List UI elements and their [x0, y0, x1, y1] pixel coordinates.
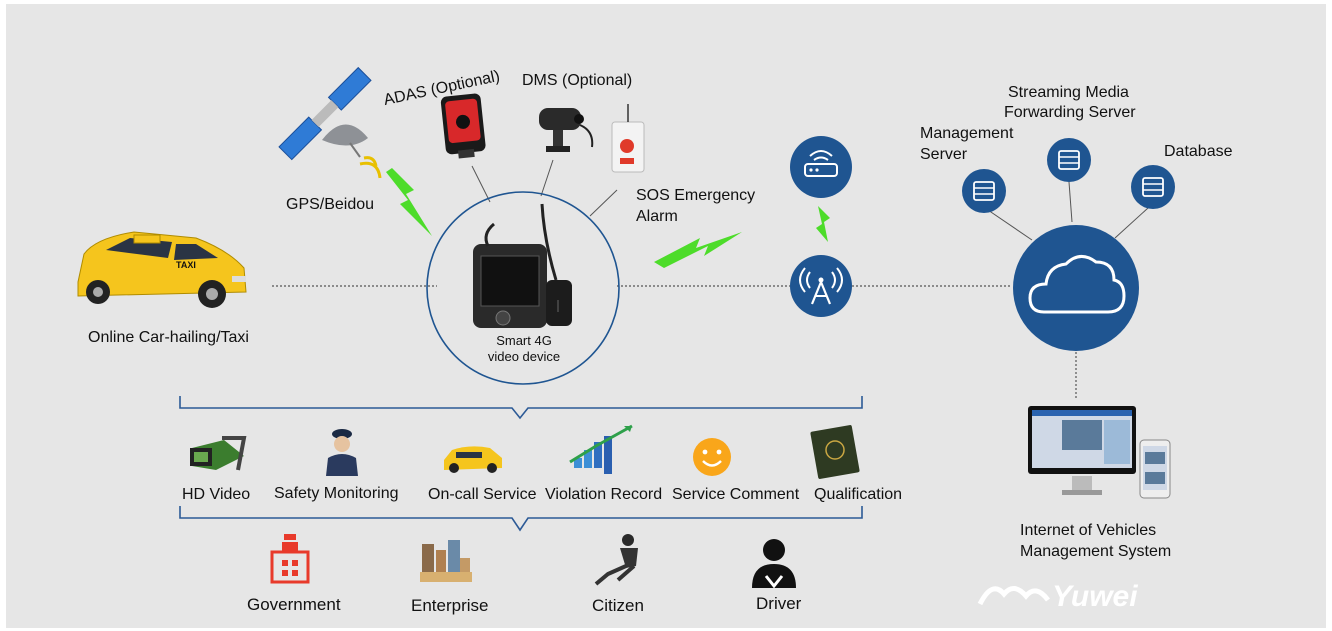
dms-link-line — [540, 159, 554, 197]
connector-lines — [272, 159, 1149, 398]
database-link-line — [1114, 207, 1149, 239]
video-device-icon — [473, 203, 572, 328]
feature-label-hd-video: HD Video — [182, 486, 251, 503]
bottom-bracket — [179, 506, 863, 532]
sos-label-line2: Alarm — [636, 208, 678, 225]
passport-icon — [810, 425, 860, 479]
phone-icon — [1139, 439, 1171, 499]
police-icon — [326, 429, 358, 476]
server-icon — [1047, 138, 1091, 182]
chart-icon — [569, 424, 633, 474]
satellite-icon — [278, 66, 382, 179]
sos-label-line1: SOS Emergency — [636, 187, 756, 204]
brand-wordmark: Yuwei — [1052, 580, 1138, 613]
yuwei-logo: Yuwei — [977, 580, 1138, 613]
top-bracket — [179, 396, 863, 420]
streaming-link-line — [1068, 181, 1073, 223]
feature-label-qualification: Qualification — [814, 486, 903, 503]
sos-button-icon — [611, 104, 645, 173]
taxi-icon — [77, 231, 247, 308]
taxi-label: Online Car-hailing/Taxi — [88, 329, 249, 346]
taxi-icon — [444, 446, 502, 473]
server-icon — [962, 169, 1006, 213]
sos-link-line — [589, 189, 618, 217]
iov-label-line2: Management System — [1020, 543, 1172, 560]
government-icon — [270, 534, 310, 584]
device-label-line2: video device — [487, 349, 561, 364]
user-label-citizen: Citizen — [592, 596, 644, 615]
iov-label-line1: Internet of Vehicles — [1020, 522, 1157, 539]
feature-label-service-comment: Service Comment — [672, 486, 800, 503]
device-lightning-icon — [654, 232, 742, 268]
server-icon — [1131, 165, 1175, 209]
lightning-icons — [386, 168, 830, 268]
taxi-sign: TAXI — [176, 260, 196, 270]
feature-label-violation-record: Violation Record — [545, 486, 663, 503]
feature-label-safety-monitoring: Safety Monitoring — [274, 485, 399, 502]
management-link-line — [984, 207, 1033, 241]
streaming-label-line1: Streaming Media — [1008, 84, 1129, 101]
monitor-icon — [1028, 406, 1136, 495]
antenna-icon — [790, 255, 852, 317]
management-label-line2: Server — [920, 146, 968, 163]
device-circle — [426, 191, 620, 385]
smiley-icon — [693, 438, 731, 476]
gps-lightning-icon — [386, 168, 432, 236]
adas-link-line — [471, 165, 491, 203]
dms-label: DMS (Optional) — [522, 72, 633, 89]
adas-camera-icon — [440, 93, 486, 159]
tower-lightning-icon — [816, 206, 830, 242]
cloud-icon — [1013, 225, 1139, 351]
user-label-government: Government — [247, 595, 341, 614]
citizen-icon — [594, 534, 638, 586]
management-label-line1: Management — [920, 125, 1014, 142]
user-label-driver: Driver — [756, 594, 802, 613]
enterprise-icon — [420, 540, 472, 582]
streaming-label-line2: Forwarding Server — [1004, 104, 1136, 121]
feature-label-on-call-service: On-call Service — [428, 486, 537, 503]
dms-camera-icon — [539, 108, 594, 152]
driver-icon — [752, 539, 796, 589]
router-icon — [790, 136, 852, 198]
film-icon — [190, 436, 247, 471]
device-label-line1: Smart 4G — [496, 333, 552, 348]
database-label: Database — [1164, 143, 1233, 160]
user-label-enterprise: Enterprise — [411, 596, 489, 615]
gps-label: GPS/Beidou — [286, 196, 375, 213]
